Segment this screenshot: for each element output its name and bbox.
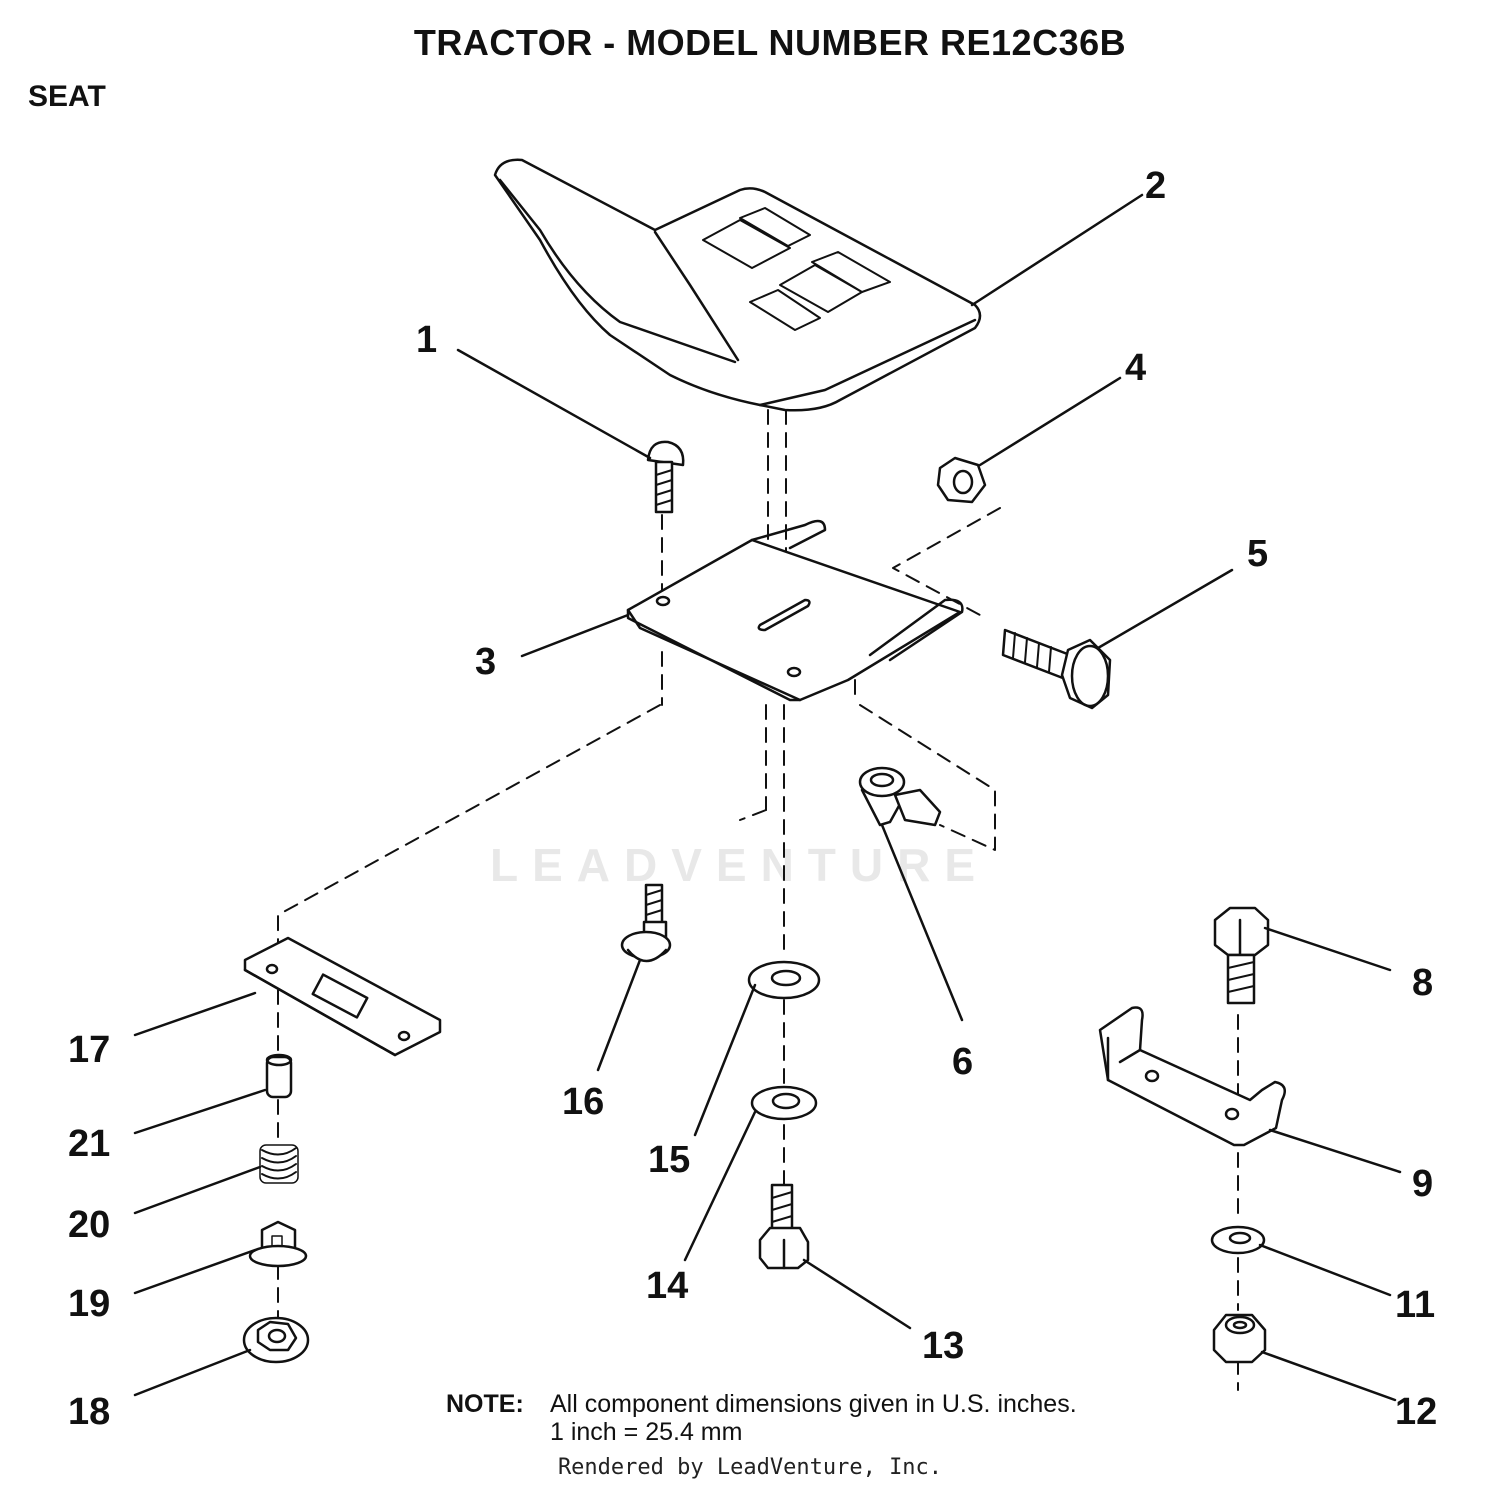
dimension-note: NOTE: All component dimensions given in U… (446, 1390, 1077, 1446)
callout-6: 6 (952, 1041, 973, 1083)
callout-11: 11 (1395, 1284, 1435, 1326)
callout-12: 12 (1395, 1391, 1437, 1433)
callout-4: 4 (1125, 347, 1146, 389)
callout-21: 21 (68, 1123, 110, 1165)
nut (936, 456, 987, 504)
seat (493, 158, 982, 412)
callout-2: 2 (1145, 165, 1166, 207)
note-line-2: 1 inch = 25.4 mm (550, 1418, 743, 1446)
watermark: LEADVENTURE (490, 839, 990, 891)
spring (259, 1144, 299, 1184)
note-line-1: All component dimensions given in U.S. i… (550, 1390, 1077, 1418)
callout-14: 14 (646, 1265, 688, 1307)
section-title: SEAT (28, 80, 106, 113)
carriage-bolt (646, 440, 685, 514)
knob-bushing (248, 1220, 308, 1268)
callout-numbers: 1 2 3 4 5 6 8 9 11 12 13 14 15 16 17 18 … (68, 165, 1437, 1433)
page-title: TRACTOR - MODEL NUMBER RE12C36B (413, 22, 1127, 63)
render-credit: Rendered by LeadVenture, Inc. (557, 1455, 943, 1480)
callout-8: 8 (1412, 962, 1433, 1004)
callout-16: 16 (562, 1081, 604, 1123)
hex-bolt-13 (758, 1183, 810, 1270)
callout-9: 9 (1412, 1163, 1433, 1205)
hex-bolt-8 (1213, 906, 1270, 1005)
shoulder-bolt (620, 883, 672, 963)
callout-18: 18 (68, 1391, 110, 1433)
callout-20: 20 (68, 1204, 110, 1246)
callout-19: 19 (68, 1283, 110, 1325)
lock-washer (750, 1085, 818, 1121)
lock-nut (1212, 1313, 1267, 1364)
washer (1210, 1225, 1266, 1255)
callout-17: 17 (68, 1029, 110, 1071)
clip (858, 766, 942, 827)
leader-lines (133, 193, 1402, 1402)
slide-rail (243, 936, 442, 1057)
hex-bolt-5 (1001, 628, 1112, 710)
callout-15: 15 (648, 1139, 690, 1181)
seat-pan-bracket (626, 519, 964, 702)
note-label: NOTE: (446, 1390, 524, 1418)
pin (265, 1053, 293, 1099)
flat-washer (747, 960, 821, 1000)
bracket (1098, 1006, 1287, 1147)
callout-5: 5 (1247, 533, 1268, 575)
callout-3: 3 (475, 641, 496, 683)
callout-13: 13 (922, 1325, 964, 1367)
callout-1: 1 (416, 319, 437, 361)
flange-nut (242, 1316, 310, 1364)
